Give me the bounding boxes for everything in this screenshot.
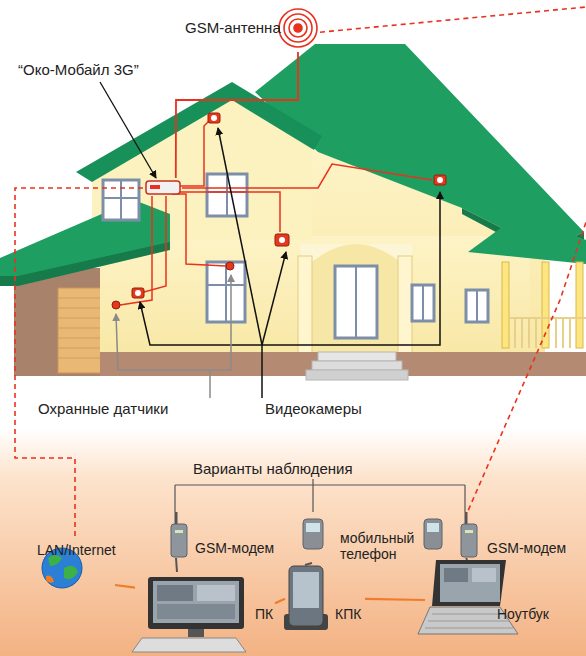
antenna-node: GSM-антенна <box>180 8 320 52</box>
node-label: КПК <box>335 606 375 622</box>
node-label: GSM-антенна <box>185 20 285 36</box>
node-label: мобильный телефон <box>340 530 420 562</box>
pc-node: ПК <box>135 572 275 650</box>
node-label: GSM-модем <box>487 540 567 556</box>
node-label: Ноутбук <box>497 606 567 622</box>
node-label: GSM-модем <box>195 540 275 556</box>
connector-line <box>365 599 425 600</box>
pda-node: КПК <box>285 565 365 640</box>
phone-node: мобильный телефон <box>300 515 420 563</box>
sensors-label: Охранные датчики <box>38 400 213 417</box>
node-label: ПК <box>255 606 285 622</box>
connector-line <box>465 558 468 560</box>
connector-line <box>320 0 586 515</box>
connector-line <box>305 563 312 565</box>
controller-node: “Око-Мобайл 3G” <box>143 178 183 198</box>
modem-node: GSM-модем <box>168 515 268 558</box>
connector-line <box>275 599 285 603</box>
node-label: LAN/Internet <box>37 542 121 558</box>
cameras-label: Видеокамеры <box>265 400 390 417</box>
connector-line <box>15 188 143 540</box>
variants-label: Варианты наблюдения <box>193 460 403 477</box>
network-node: LAN/Internet <box>35 540 115 590</box>
laptop-node: Ноутбук <box>425 560 565 640</box>
connector-line <box>176 52 298 178</box>
node-label: “Око-Мобайл 3G” <box>18 62 153 78</box>
connector-line <box>115 585 135 588</box>
modem-node: GSM-модем <box>458 515 560 558</box>
connector-line <box>176 558 177 572</box>
